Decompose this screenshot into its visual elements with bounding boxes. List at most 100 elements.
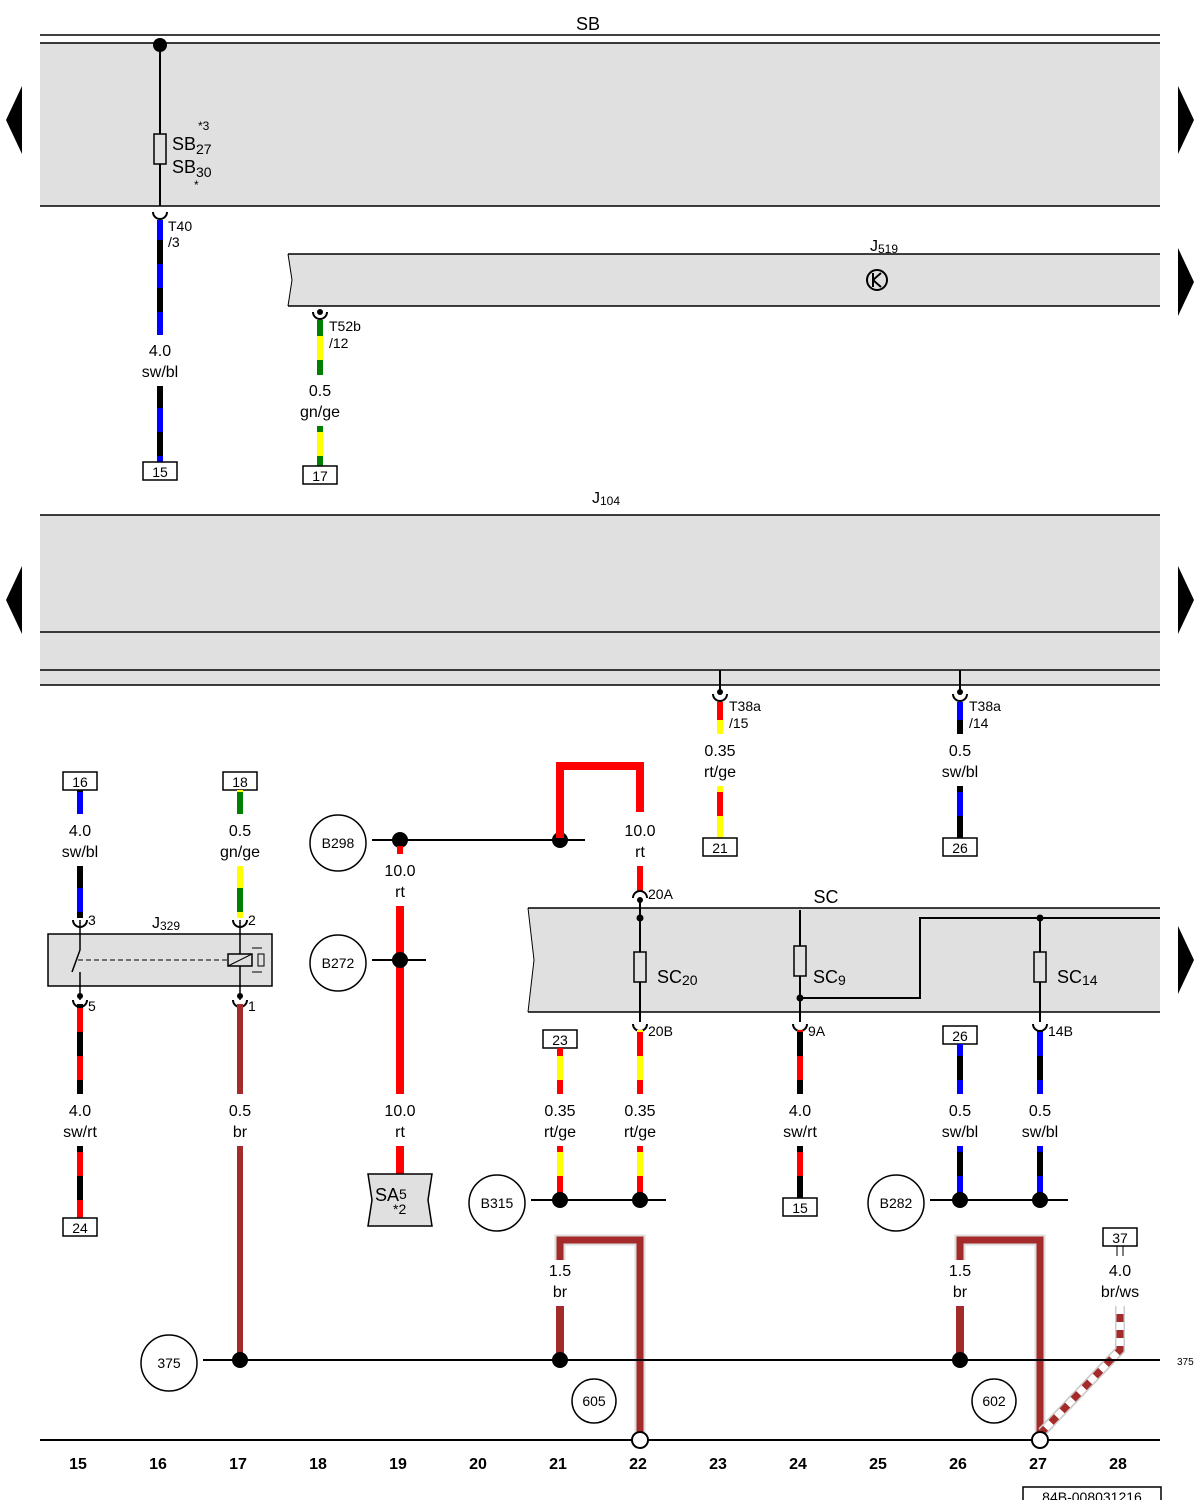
wire-size: 0.5	[949, 743, 971, 760]
svg-text:3: 3	[88, 912, 96, 928]
wire-col26-lower	[957, 1146, 963, 1198]
wire-color: rt	[395, 1124, 405, 1141]
ref-box[interactable]	[302, 465, 338, 485]
wire-color: br	[233, 1124, 248, 1141]
ref-box[interactable]	[942, 837, 978, 857]
wire-size: 0.5	[229, 1103, 251, 1120]
svg-text:B282: B282	[880, 1195, 913, 1211]
wire-col27-ground	[956, 1236, 1044, 1432]
ref-box[interactable]	[702, 837, 738, 857]
wire-size: 0.5	[949, 1103, 971, 1120]
wire-col19-red	[396, 906, 404, 1094]
ground-point	[1031, 1431, 1049, 1449]
wire-color: gn/ge	[300, 404, 340, 421]
svg-text:15: 15	[792, 1200, 808, 1216]
wire-color: rt/ge	[624, 1124, 656, 1141]
wire-size: 10.0	[624, 823, 655, 840]
ground-375-ref: 375	[1177, 1357, 1194, 1368]
ref-box[interactable]	[782, 1197, 818, 1217]
wire-col26-top	[957, 702, 963, 734]
svg-text:1: 1	[248, 998, 256, 1014]
sc-label: SC	[813, 887, 838, 907]
sa5-component: SA5 *2	[367, 1173, 433, 1227]
wire-size: 0.35	[544, 1103, 575, 1120]
svg-text:23: 23	[709, 1456, 727, 1473]
sb27-note: *3	[198, 119, 210, 133]
j329-label: J329	[152, 915, 180, 933]
page-right-arrow-icon[interactable]	[1178, 926, 1194, 994]
page-right-arrow-icon[interactable]	[1178, 86, 1194, 154]
svg-text:21: 21	[549, 1456, 567, 1473]
ref-box[interactable]	[62, 1217, 98, 1237]
svg-text:T38a: T38a	[729, 698, 761, 714]
b282-node: B282	[867, 1174, 925, 1232]
doc-id-box	[1022, 1486, 1162, 1500]
svg-text:B315: B315	[481, 1195, 514, 1211]
t52b-connector: T52b /12	[312, 309, 361, 351]
ref-box[interactable]	[142, 461, 178, 481]
wire-col17-bottom	[237, 1146, 243, 1360]
sb30-note: *	[194, 178, 199, 192]
wire-color: sw/bl	[942, 764, 978, 781]
svg-text:27: 27	[1029, 1456, 1047, 1473]
wire-size: 0.5	[1029, 1103, 1051, 1120]
svg-text:28: 28	[1109, 1456, 1127, 1473]
wire-size: 0.5	[309, 383, 331, 400]
wire-col22-lower	[637, 1146, 643, 1198]
t38a14-connector: T38a /14	[952, 670, 1001, 731]
sb27-label: SB27	[172, 134, 212, 157]
wire-col23-lower	[717, 786, 723, 838]
sb-panel: SB	[6, 14, 1194, 207]
wire-col22-ground	[556, 1236, 644, 1432]
wire-col15-bottom	[77, 1146, 83, 1218]
svg-text:16: 16	[72, 774, 88, 790]
sb30-label: SB30	[172, 157, 212, 180]
svg-text:SA5: SA5	[375, 1185, 407, 1205]
page-left-arrow-icon[interactable]	[6, 566, 22, 634]
svg-text:B272: B272	[322, 955, 355, 971]
svg-text:37: 37	[1112, 1230, 1128, 1246]
svg-text:20B: 20B	[648, 1023, 673, 1039]
wire-size: 4.0	[69, 823, 91, 840]
svg-text:B298: B298	[322, 835, 355, 851]
wire-size: 4.0	[69, 1103, 91, 1120]
wire-col26-mid	[957, 1044, 963, 1094]
wire-color: sw/rt	[783, 1124, 817, 1141]
wire-col17-top	[237, 790, 243, 814]
wire-color: gn/ge	[220, 844, 260, 861]
b298-node: B298	[309, 814, 367, 872]
wire-size: 10.0	[384, 863, 415, 880]
wire-col27-lower	[1037, 1146, 1043, 1198]
wire-color: br	[553, 1284, 568, 1301]
wire-color: rt	[635, 844, 645, 861]
svg-text:23: 23	[552, 1032, 568, 1048]
page-right-arrow-icon[interactable]	[1178, 248, 1194, 316]
svg-text:19: 19	[389, 1456, 407, 1473]
wire-size: 0.5	[229, 823, 251, 840]
b272-node: B272	[309, 934, 367, 992]
ref-box[interactable]	[1102, 1227, 1138, 1247]
svg-text:SC20: SC20	[657, 967, 698, 988]
wire-col21-lower	[557, 1146, 563, 1198]
j104-panel: J104	[6, 490, 1194, 686]
wire-color: sw/bl	[942, 1124, 978, 1141]
svg-text:/12: /12	[329, 335, 349, 351]
svg-text:17: 17	[229, 1456, 247, 1473]
page-left-arrow-icon[interactable]	[6, 86, 22, 154]
wire-col22-top	[637, 866, 643, 892]
svg-text:5: 5	[88, 998, 96, 1014]
page-right-arrow-icon[interactable]	[1178, 566, 1194, 634]
wire-color: br	[953, 1284, 968, 1301]
wire-col16-top	[157, 220, 163, 335]
sc14-fuse: SC14 14B	[1032, 918, 1098, 1039]
svg-text:17: 17	[312, 468, 328, 484]
switch-contact-icon	[71, 949, 81, 973]
svg-text:18: 18	[232, 774, 248, 790]
wire-color: sw/bl	[1022, 1124, 1058, 1141]
t38a15-connector: T38a /15	[712, 670, 761, 731]
wire-size: 10.0	[384, 1103, 415, 1120]
wire-color: sw/rt	[63, 1124, 97, 1141]
wire-col22-mid	[637, 1030, 643, 1094]
column-numbers: 15 16 17 18 19 20 21 22 23 24 25 26 27 2…	[69, 1456, 1127, 1473]
